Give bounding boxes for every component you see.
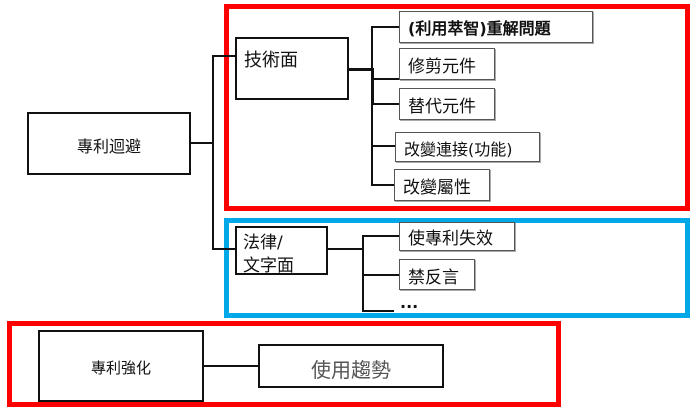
legal-item: 禁反言 <box>399 259 475 290</box>
connector <box>371 145 395 147</box>
connector <box>190 142 214 144</box>
legal-frame <box>224 218 690 318</box>
strengthen-node: 專利強化 <box>38 330 204 402</box>
technical-item: 改變屬性 <box>394 169 490 201</box>
strengthen-item-label: 使用趨勢 <box>311 358 391 382</box>
technical-item: 替代元件 <box>399 88 495 120</box>
connector <box>371 27 373 186</box>
connector <box>212 55 236 57</box>
legal-node: 法律/ 文字面 <box>235 226 328 276</box>
connector <box>362 235 399 237</box>
connector <box>362 235 364 312</box>
connector <box>327 248 364 250</box>
root-label: 專利迴避 <box>76 137 141 156</box>
legal-item: 使專利失效 <box>399 222 515 251</box>
technical-label: 技術面 <box>244 50 298 71</box>
root-node: 專利迴避 <box>27 112 191 175</box>
connector <box>371 103 399 105</box>
legal-label-line2: 文字面 <box>243 256 294 276</box>
technical-item: 修剪元件 <box>399 48 495 80</box>
technical-item: 改變連接(功能) <box>395 132 540 162</box>
connector <box>212 55 214 250</box>
connector <box>362 274 399 276</box>
technical-node: 技術面 <box>235 37 349 100</box>
legal-item-more: ... <box>400 293 419 312</box>
strengthen-item: 使用趨勢 <box>258 344 444 388</box>
strengthen-frame <box>7 321 561 407</box>
connector <box>371 78 399 80</box>
connector <box>371 68 374 104</box>
connector <box>348 68 373 71</box>
connector <box>371 26 399 28</box>
technical-item: (利用萃智)重解問題 <box>399 11 593 43</box>
legal-label-line1: 法律/ <box>243 233 283 253</box>
connector <box>371 184 395 186</box>
connector <box>362 310 394 312</box>
connector <box>212 248 236 250</box>
technical-frame <box>224 4 690 211</box>
strengthen-label: 專利強化 <box>90 359 151 377</box>
connector <box>204 365 259 367</box>
